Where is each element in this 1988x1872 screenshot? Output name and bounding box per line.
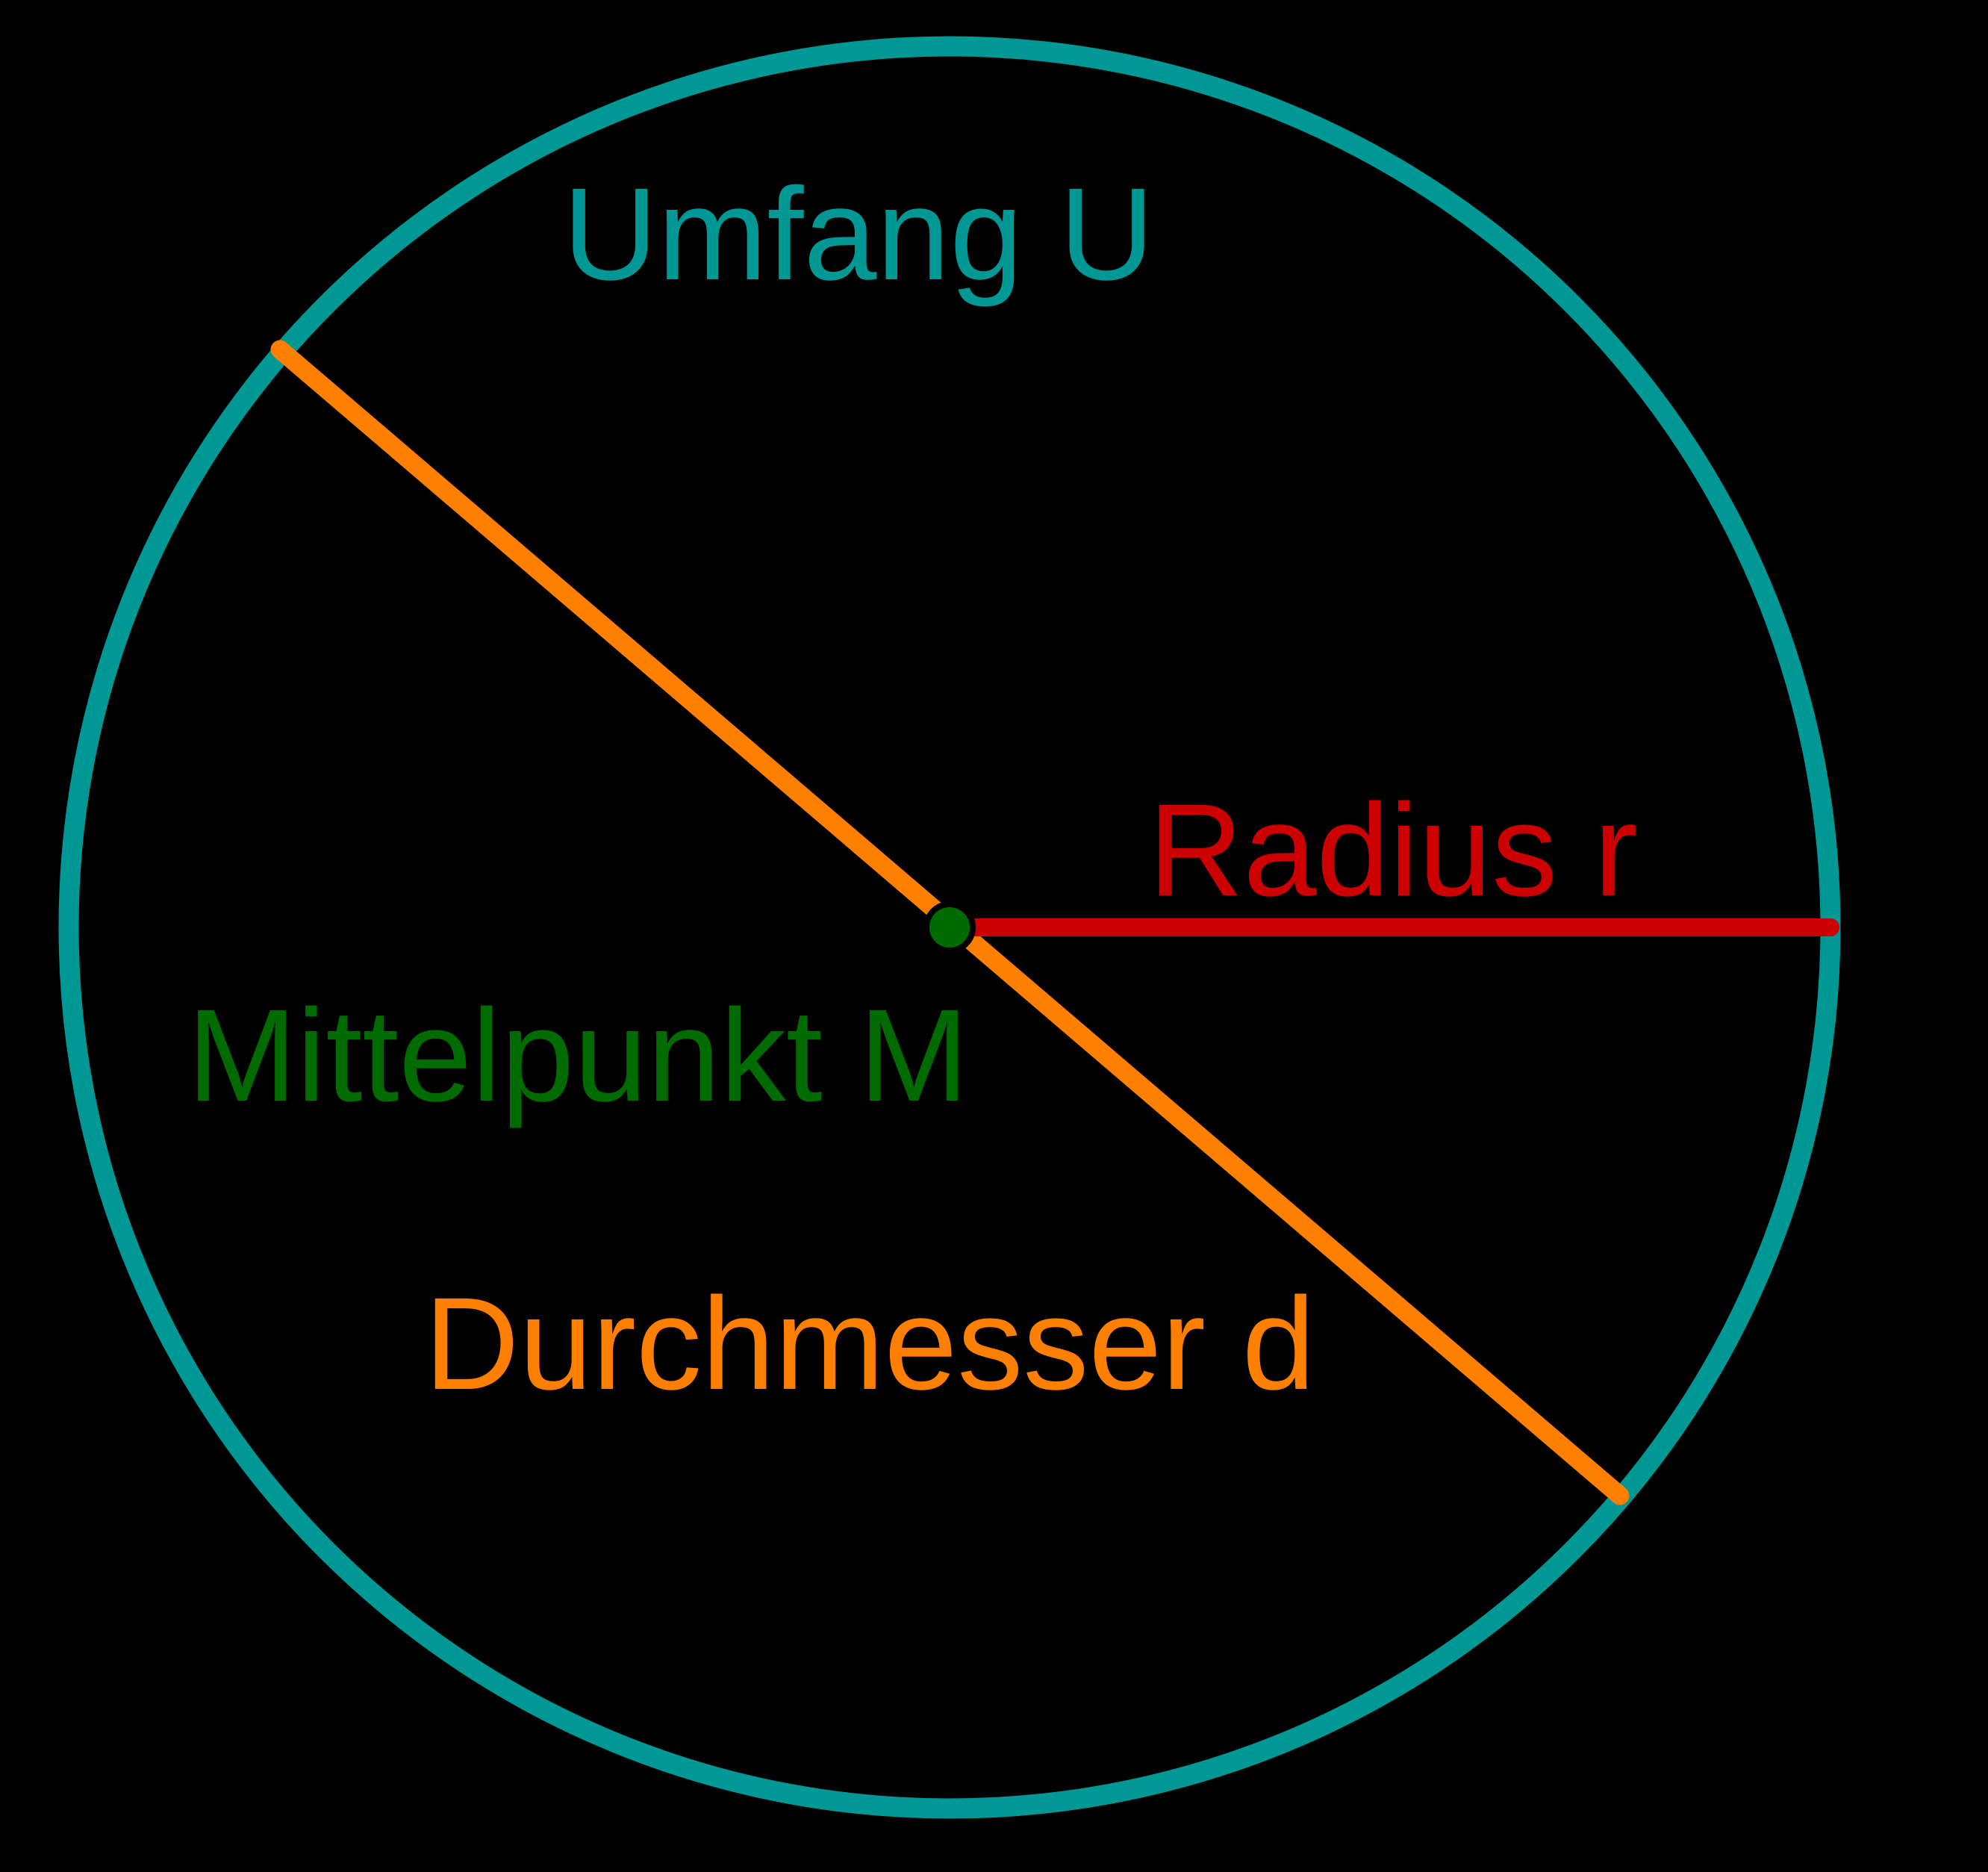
- diameter-label: Durchmesser d: [424, 1271, 1315, 1417]
- center-point: [923, 901, 976, 954]
- center-label: Mittelpunkt M: [187, 983, 969, 1129]
- radius-label: Radius r: [1148, 777, 1637, 924]
- circumference-label: Umfang U: [563, 161, 1154, 308]
